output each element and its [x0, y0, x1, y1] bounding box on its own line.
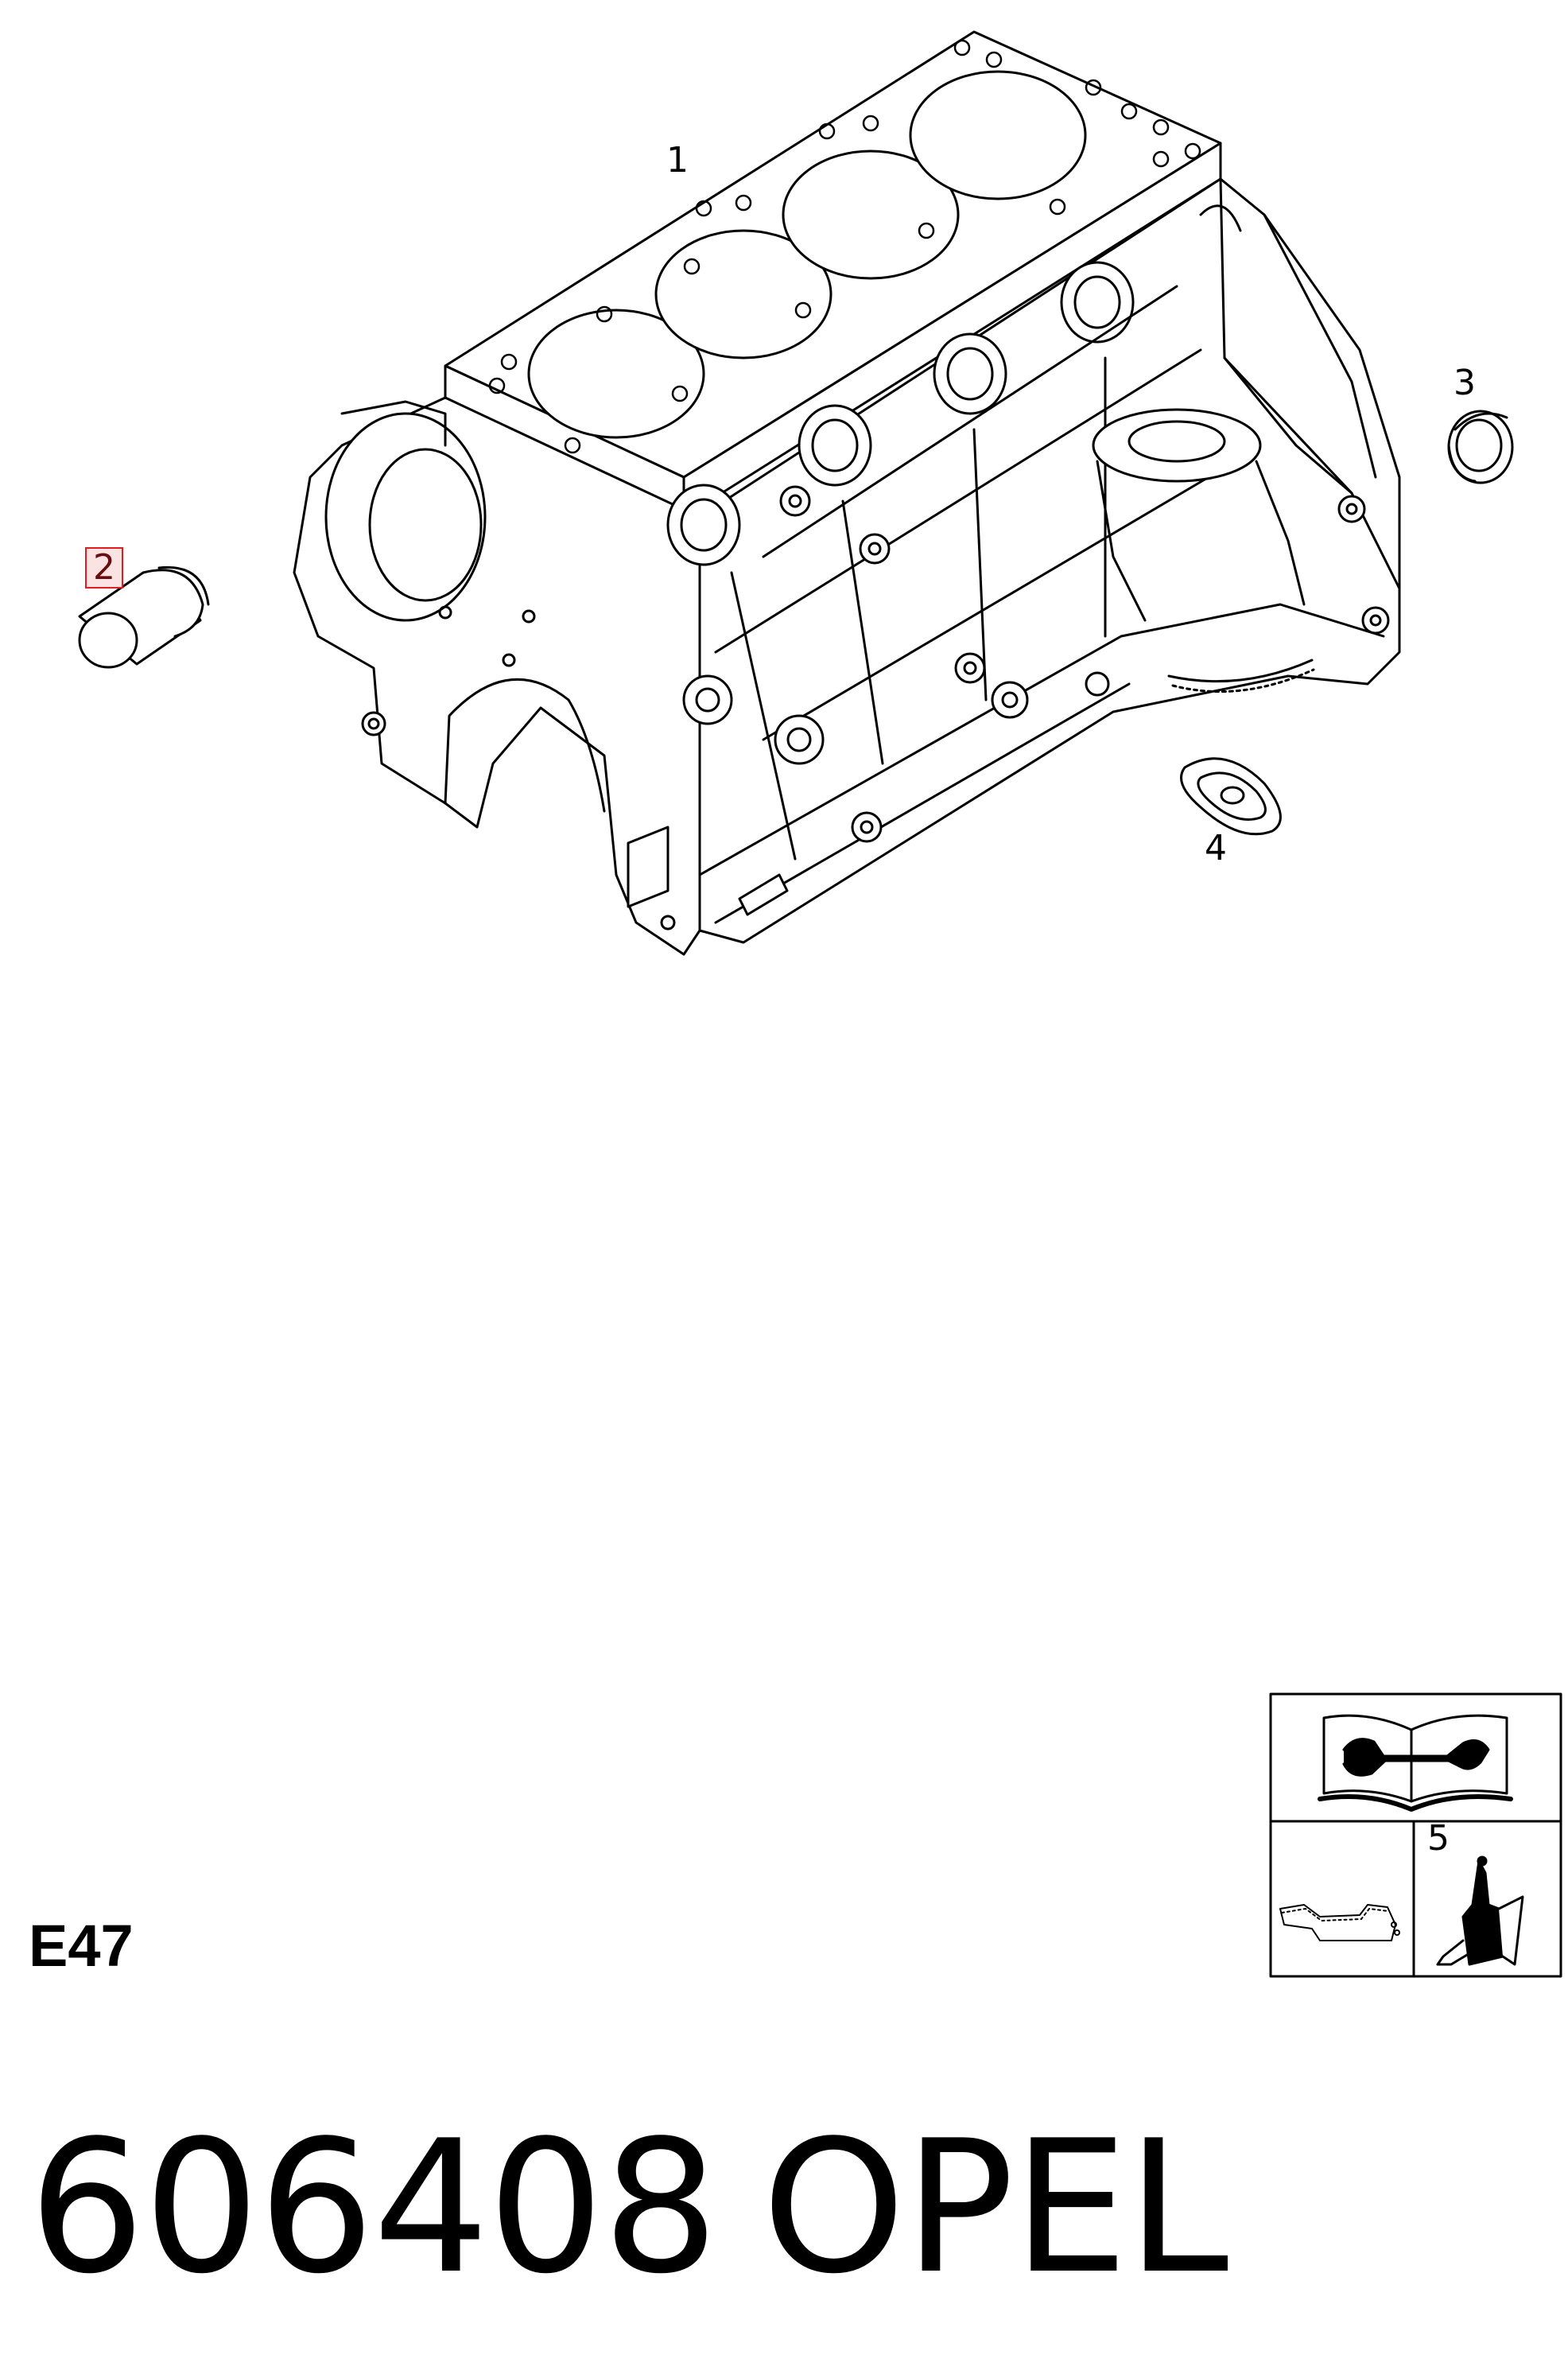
callout-2[interactable]: 2 — [85, 547, 123, 589]
part-number: 606408 — [29, 2102, 719, 2314]
callout-4[interactable]: 4 — [1205, 828, 1227, 868]
legend-callout-5[interactable]: 5 — [1427, 1818, 1450, 1859]
plug-part-2 — [78, 565, 210, 669]
callout-3[interactable]: 3 — [1454, 363, 1476, 403]
gasket-part-4 — [1180, 757, 1282, 836]
manual-wrench-icon — [1318, 1714, 1513, 1812]
sealant-path-icon — [1279, 1904, 1400, 1941]
adhesive-bottle-icon — [1436, 1855, 1524, 1966]
engine-block — [293, 30, 1401, 956]
diagram-code: E47 — [29, 1913, 134, 1979]
bearing-ring-part-3 — [1447, 410, 1514, 484]
callout-1[interactable]: 1 — [666, 140, 689, 181]
brand-name: OPEL — [762, 2102, 1228, 2314]
